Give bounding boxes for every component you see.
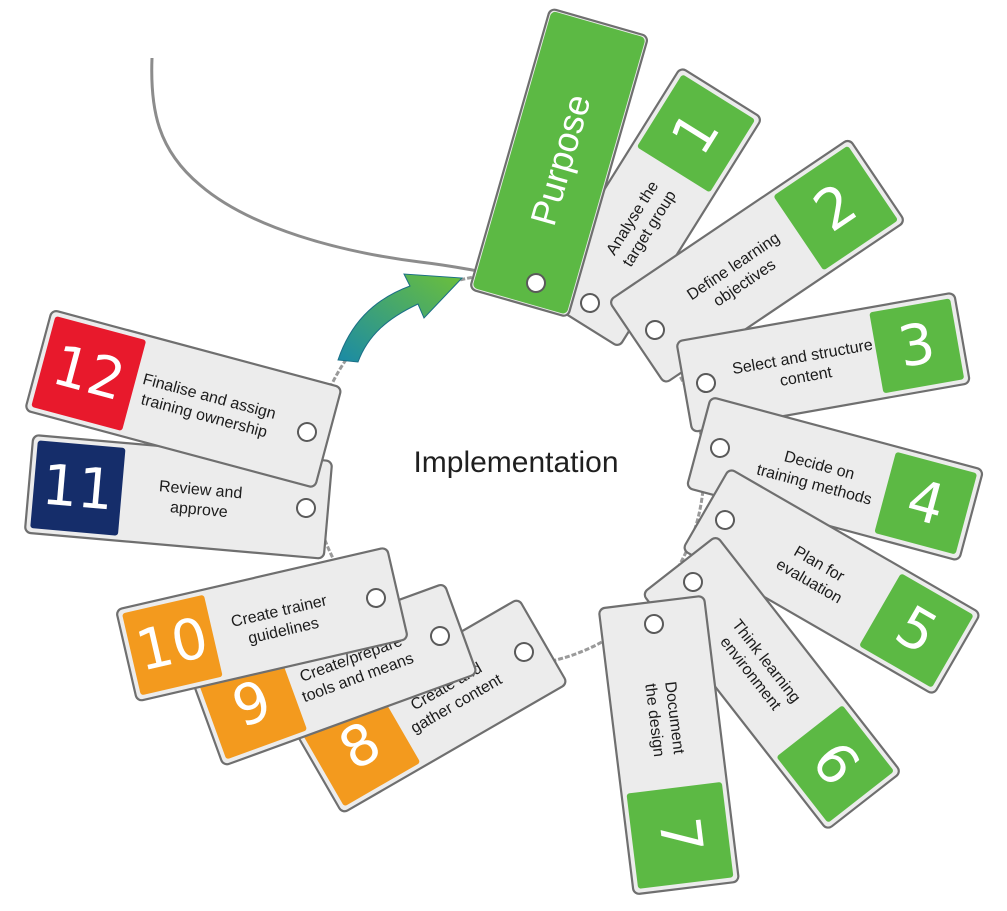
step-number: 10 [130,605,214,684]
step-number-badge [874,452,977,554]
step-number-badge [122,595,223,695]
step-tag-hole [514,642,534,662]
purpose-tag-hole [526,273,546,293]
step-tag-hole [366,588,386,608]
step-number-badge [777,706,893,822]
step-tag-hole [696,373,716,393]
step-tag-hole [644,614,664,634]
step-number: 7 [646,814,715,857]
center-title: Implementation [413,446,618,479]
step-number: 11 [40,453,117,524]
step-tag-hole [645,320,665,340]
step-number-badge [860,574,973,687]
curved-arrow-icon [337,273,464,363]
step-number-badge [869,298,964,393]
step-tag-hole [297,422,317,442]
step-tag-hole [710,438,730,458]
step-number-badge [637,75,755,192]
step-tag-hole [683,572,703,592]
purpose-tag: Purpose [470,8,648,317]
step-tag-hole [580,293,600,313]
step-tag-hole [296,498,316,518]
purpose-tag-fill [473,11,645,314]
step-number-badge [30,440,126,536]
step-number-badge [626,782,734,889]
step-number-badge [774,146,898,270]
step-tag-hole [430,626,450,646]
step-number-badge [31,316,146,431]
step-tag-hole [715,510,735,530]
